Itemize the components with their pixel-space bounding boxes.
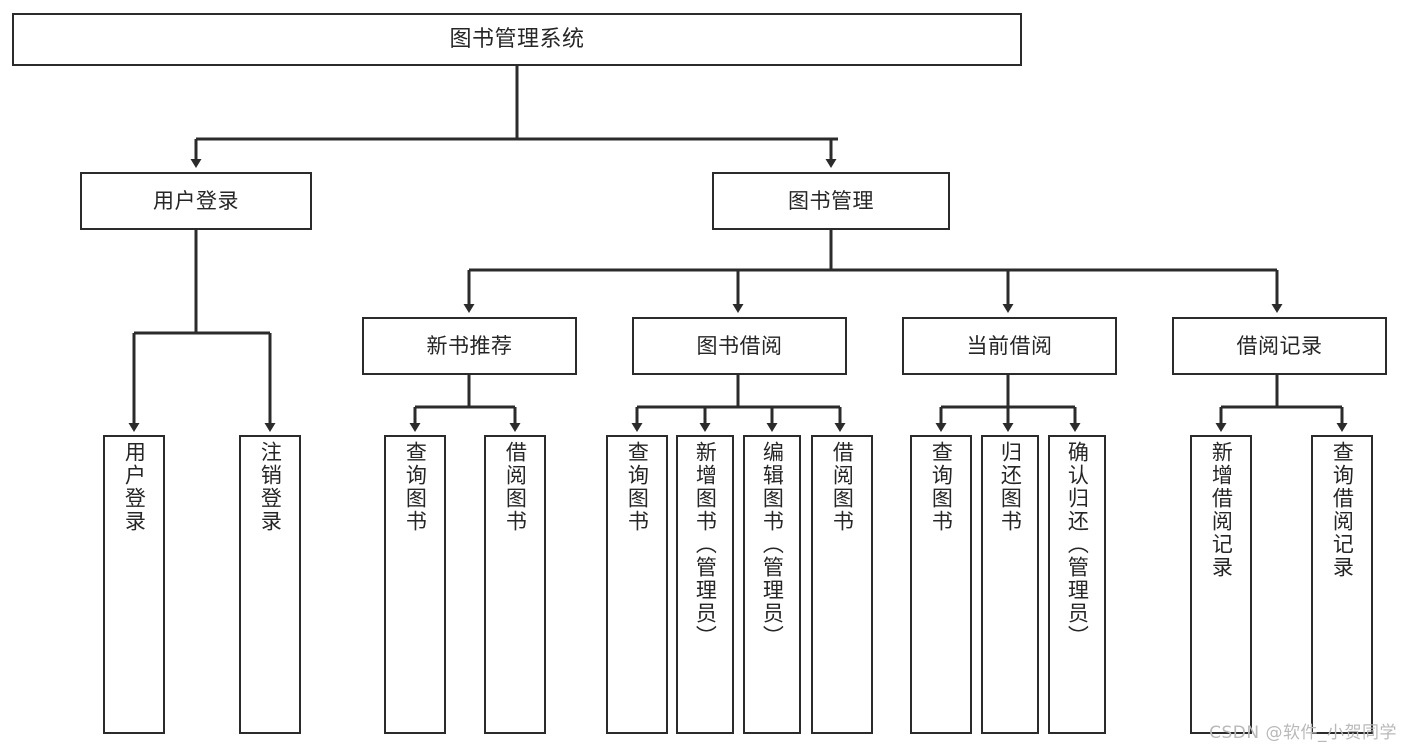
node-leaf-user-login-label: 用户登录 — [122, 441, 147, 533]
node-book-management-label: 图书管理 — [788, 188, 874, 213]
watermark-text: CSDN @软件_小贺同学 — [1209, 723, 1397, 743]
node-leaf-query-book-1[interactable]: 查询图书 — [384, 435, 446, 734]
node-leaf-user-logout-label: 注销登录 — [258, 441, 283, 533]
node-leaf-query-record[interactable]: 查询借阅记录 — [1311, 435, 1373, 734]
node-current-borrow[interactable]: 当前借阅 — [902, 317, 1117, 375]
node-leaf-borrow-book-2-label: 借阅图书 — [830, 441, 855, 533]
node-leaf-confirm-return[interactable]: 确认归还（管理员） — [1048, 435, 1106, 734]
node-book-borrow[interactable]: 图书借阅 — [632, 317, 847, 375]
node-leaf-add-book-label: 新增图书（管理员） — [693, 441, 718, 648]
node-leaf-confirm-return-label: 确认归还（管理员） — [1065, 441, 1090, 648]
node-leaf-query-book-2-label: 查询图书 — [625, 441, 650, 533]
node-leaf-edit-book-label: 编辑图书（管理员） — [760, 441, 785, 648]
node-leaf-borrow-book-1[interactable]: 借阅图书 — [484, 435, 546, 734]
node-leaf-return-book[interactable]: 归还图书 — [981, 435, 1039, 734]
node-book-management[interactable]: 图书管理 — [712, 172, 950, 230]
node-leaf-query-book-1-label: 查询图书 — [403, 441, 428, 533]
node-user-login-label: 用户登录 — [153, 188, 239, 213]
node-leaf-return-book-label: 归还图书 — [998, 441, 1023, 533]
node-leaf-add-record[interactable]: 新增借阅记录 — [1190, 435, 1252, 734]
node-leaf-query-record-label: 查询借阅记录 — [1330, 441, 1355, 579]
node-leaf-add-book[interactable]: 新增图书（管理员） — [676, 435, 734, 734]
node-book-borrow-label: 图书借阅 — [696, 333, 783, 358]
node-borrow-record[interactable]: 借阅记录 — [1172, 317, 1387, 375]
node-borrow-record-label: 借阅记录 — [1236, 333, 1323, 358]
node-leaf-edit-book[interactable]: 编辑图书（管理员） — [743, 435, 801, 734]
node-leaf-borrow-book-1-label: 借阅图书 — [503, 441, 528, 533]
node-leaf-borrow-book-2[interactable]: 借阅图书 — [811, 435, 873, 734]
node-user-login[interactable]: 用户登录 — [80, 172, 312, 230]
node-root-label: 图书管理系统 — [449, 26, 585, 52]
node-new-book-recommend[interactable]: 新书推荐 — [362, 317, 577, 375]
node-current-borrow-label: 当前借阅 — [966, 333, 1053, 358]
node-leaf-query-book-3-label: 查询图书 — [929, 441, 954, 533]
node-leaf-query-book-3[interactable]: 查询图书 — [910, 435, 972, 734]
node-leaf-query-book-2[interactable]: 查询图书 — [606, 435, 668, 734]
node-root[interactable]: 图书管理系统 — [12, 13, 1022, 66]
node-leaf-add-record-label: 新增借阅记录 — [1209, 441, 1234, 579]
node-new-book-recommend-label: 新书推荐 — [426, 333, 513, 358]
node-leaf-user-logout[interactable]: 注销登录 — [239, 435, 301, 734]
node-leaf-user-login[interactable]: 用户登录 — [103, 435, 165, 734]
